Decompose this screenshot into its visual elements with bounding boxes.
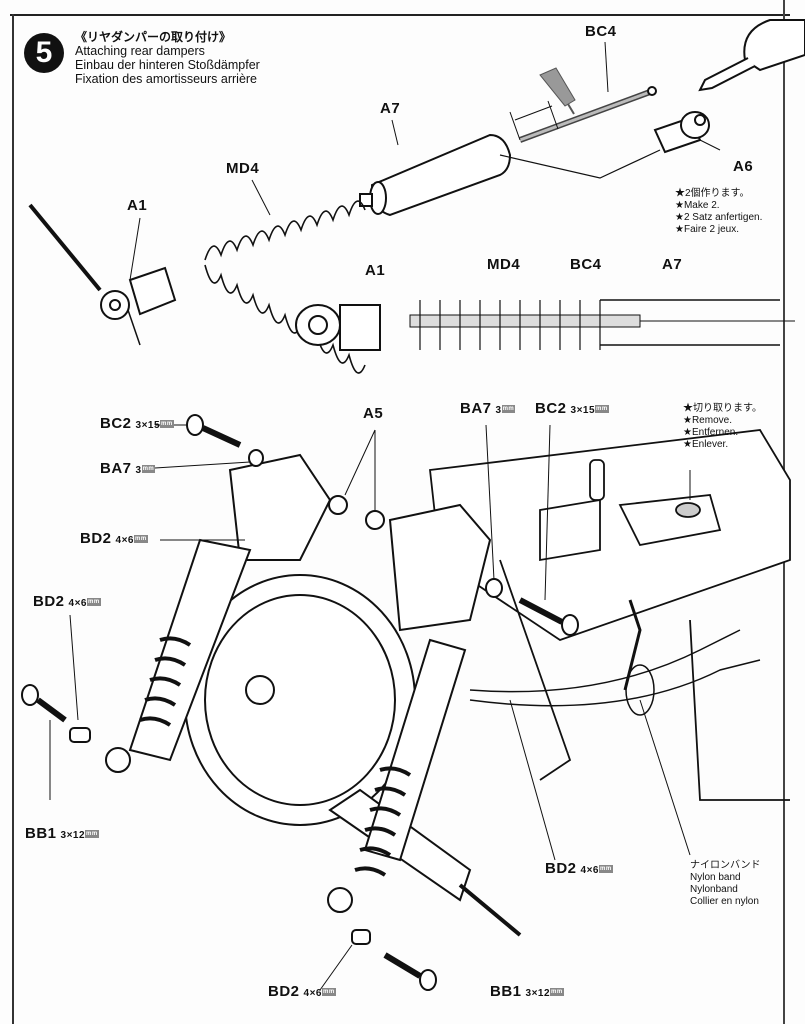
nylon-note-en: Nylon band	[690, 872, 741, 883]
collar-bd2-left	[69, 727, 91, 743]
step-number-badge: 5	[24, 33, 64, 73]
rod-end-a6	[653, 111, 710, 154]
label-a7-detail: A7	[662, 256, 683, 273]
nylon-note-fr: Collier en nylon	[690, 896, 759, 907]
screwdriver-icon	[698, 19, 805, 92]
label-bc4-detail: BC4	[570, 256, 602, 273]
damper-shaft-bc4	[509, 86, 657, 143]
label-a6: A6	[733, 158, 754, 175]
nylon-note-jp: ナイロンバンド	[690, 860, 761, 871]
make-note-fr: ★Faire 2 jeux.	[675, 224, 739, 235]
make-two-note: ★2個作ります。 ★Make 2. ★2 Satz anfertigen. ★F…	[675, 188, 762, 236]
damper-end-a1	[100, 266, 177, 320]
detail-a1	[295, 304, 381, 351]
label-md4-detail: MD4	[487, 256, 521, 273]
label-a7-top: A7	[380, 100, 401, 117]
damper-body-a7	[359, 133, 512, 217]
washer-ba7-left	[248, 449, 264, 467]
step-title-fr: Fixation des amortisseurs arrière	[75, 72, 258, 86]
screw-bb1-bottom	[383, 952, 437, 991]
damper-left	[105, 538, 252, 773]
frame-border-left	[12, 14, 14, 1024]
make-note-en: ★Make 2.	[675, 200, 720, 211]
nylon-band-note: ナイロンバンド Nylon band Nylonband Collier en …	[690, 860, 761, 908]
gearbox-housing	[184, 574, 522, 937]
nylon-note-de: Nylonband	[690, 884, 738, 895]
detail-shaft	[409, 299, 795, 346]
wire-harness	[469, 599, 761, 716]
screw-bc2-left	[186, 414, 242, 448]
remove-note-jp: ★切り取ります。	[683, 403, 762, 414]
detail-spring	[419, 300, 601, 350]
step-title-de: Einbau der hinteren Stoßdämpfer	[75, 58, 260, 72]
damper-center	[327, 638, 467, 913]
make-note-jp: ★2個作ります。	[675, 188, 750, 199]
shock-tower	[228, 453, 492, 632]
label-md4-top: MD4	[226, 160, 260, 177]
part-label-a5: A5	[363, 405, 384, 422]
grease-tube-icon	[539, 67, 576, 115]
screw-bc2-right	[518, 597, 579, 636]
chassis-assembly	[429, 429, 791, 801]
make-note-de: ★2 Satz anfertigen.	[675, 212, 763, 223]
remove-note-en: ★Remove.	[683, 415, 732, 426]
label-a1-detail: A1	[365, 262, 386, 279]
screw-bb1-left	[21, 684, 67, 723]
remove-note-de: ★Entfernen.	[683, 427, 739, 438]
spring-md4	[204, 200, 366, 374]
step-title-jp: 《リヤダンパーの取り付け》	[75, 30, 232, 44]
label-a1-top: A1	[127, 197, 148, 214]
step-title: 《リヤダンパーの取り付け》 Attaching rear dampers Ein…	[75, 30, 260, 86]
collar-bd2-bottom	[351, 929, 371, 945]
remove-note-fr: ★Enlever.	[683, 439, 729, 450]
nut-a5	[328, 495, 385, 530]
frame-border-top	[10, 14, 790, 16]
label-bc4-top: BC4	[585, 23, 617, 40]
remove-note: ★切り取ります。 ★Remove. ★Entfernen. ★Enlever.	[683, 403, 762, 451]
step-title-en: Attaching rear dampers	[75, 44, 205, 58]
washer-ba7-right	[485, 578, 503, 598]
